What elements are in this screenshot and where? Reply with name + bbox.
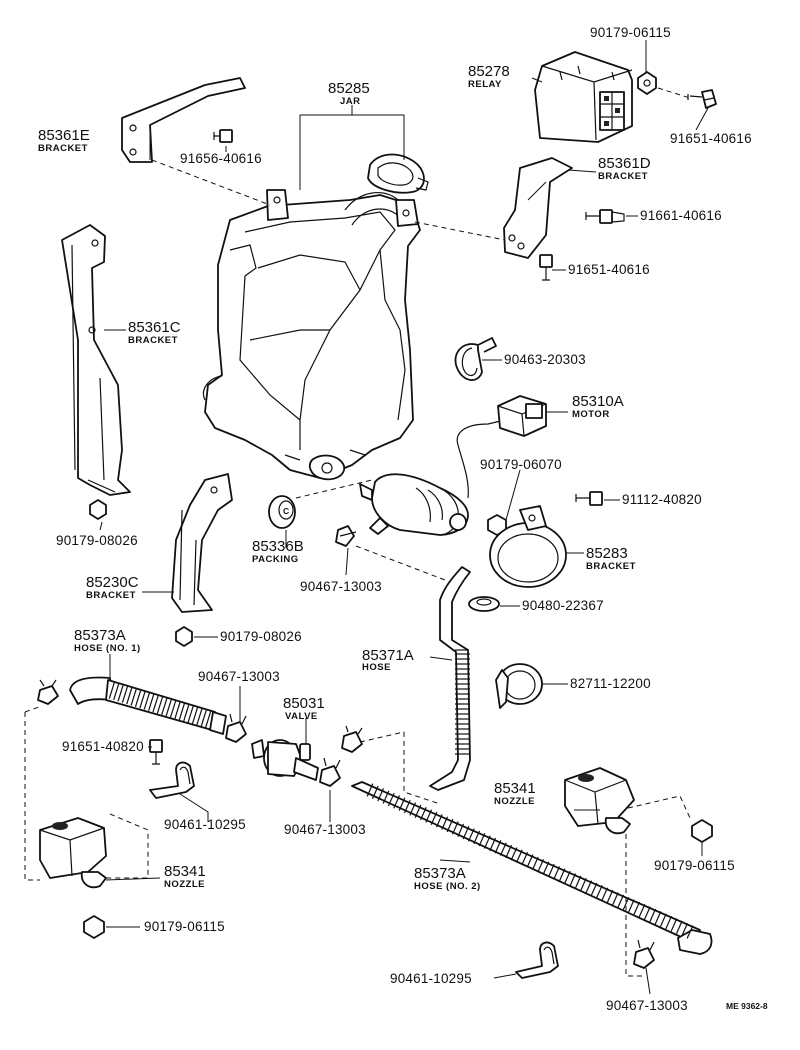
- packing-85336b-drawing: C: [268, 495, 296, 529]
- grommet-90480-22367-drawing: [468, 596, 500, 612]
- callout-labels: 85278 RELAY 85285 JAR 85361E BRACKET 853…: [38, 63, 651, 892]
- callout-number-bracket-d: 85361D: [598, 155, 651, 172]
- drawing-code: ME 9362-8: [726, 1001, 768, 1011]
- hose-85371a-drawing: [429, 566, 471, 791]
- leader-lines: [99, 40, 709, 995]
- clip-90467-13003-mid-drawing: [341, 725, 363, 753]
- fastener-number-clip-bottom: 90467-13003: [606, 998, 688, 1013]
- callout-number-bracket-c: 85361C: [128, 319, 181, 336]
- clamp-90461-10295-right-drawing: [515, 941, 559, 979]
- callout-name-bracket-230c: BRACKET: [86, 590, 136, 601]
- svg-text:C: C: [283, 506, 289, 516]
- nut-90179-06115-right-drawing: [691, 819, 713, 843]
- hose-85373a-no2-drawing: [351, 781, 713, 955]
- clip-90467-13003-left-end-drawing: [37, 679, 59, 705]
- motor-85310a-drawing: [359, 395, 547, 536]
- fastener-number-clip-valve-right: 90467-13003: [284, 822, 366, 837]
- fastener-number-bolt-283: 91112-40820: [622, 492, 702, 507]
- bolt-91651-40820-drawing: [149, 739, 163, 765]
- fastener-number-grommet: 90480-22367: [522, 598, 604, 613]
- callout-name-jar: JAR: [340, 96, 361, 107]
- bracket-85361c-drawing: [61, 224, 131, 496]
- callout-name-hose-no2: HOSE (NO. 2): [414, 881, 481, 892]
- clamp-82711-12200-drawing: [495, 663, 543, 709]
- callout-number-hose-371a: 85371A: [362, 647, 414, 664]
- valve-85031-drawing: [251, 739, 319, 781]
- callout-number-hose-no2: 85373A: [414, 865, 466, 882]
- clip-90467-13003-valve-left-drawing: [225, 713, 247, 743]
- jar-gasket-drawing: [367, 153, 429, 194]
- washer-jar-drawing: [202, 189, 421, 481]
- bolt-91656-40616-drawing: [213, 129, 233, 143]
- fastener-number-bolt-jar-top: 91656-40616: [180, 151, 262, 166]
- callout-number-relay: 85278: [468, 63, 510, 80]
- callout-name-bracket-c: BRACKET: [128, 335, 178, 346]
- callout-number-motor: 85310A: [572, 393, 624, 410]
- nut-90179-08026-lower-drawing: [175, 626, 193, 647]
- callout-name-relay: RELAY: [468, 79, 502, 90]
- fastener-number-nut-left-nozzle: 90179-06115: [144, 919, 225, 934]
- fastener-number-bolt-bracket-d: 91661-40616: [640, 208, 722, 223]
- clamp-90463-20303-drawing: [454, 337, 497, 381]
- callout-number-packing: 85336B: [252, 538, 304, 555]
- fastener-number-nut-right-nozzle: 90179-06115: [654, 858, 735, 873]
- callout-number-jar: 85285: [328, 80, 370, 97]
- fastener-number-nut-top-right: 90179-06115: [590, 25, 671, 40]
- fastener-number-nut-230c: 90179-08026: [220, 629, 302, 644]
- bolt-91112-40820-drawing: [575, 491, 603, 506]
- fastener-number-bolt-relay: 91651-40616: [670, 131, 752, 146]
- hose-85373a-no1-drawing: [69, 676, 227, 735]
- callout-name-hose-371a: HOSE: [362, 662, 391, 673]
- fastener-number-clamp-right: 90461-10295: [390, 971, 472, 986]
- bolt-91661-40616-drawing: [585, 209, 625, 224]
- fastener-number-bolt-clamp: 91651-40820: [62, 739, 144, 754]
- callout-name-packing: PACKING: [252, 554, 299, 565]
- bracket-85361d-drawing: [503, 157, 573, 259]
- fastener-number-clamp-left: 90461-10295: [164, 817, 246, 832]
- callout-number-hose-no1: 85373A: [74, 627, 126, 644]
- callout-name-nozzle-right: NOZZLE: [494, 796, 535, 807]
- callout-name-hose-no1: HOSE (NO. 1): [74, 643, 141, 654]
- callout-number-nozzle-left: 85341: [164, 863, 206, 880]
- fastener-number-bolt-bracket-d-low: 91651-40616: [568, 262, 650, 277]
- bracket-85230c-drawing: [171, 473, 233, 613]
- fastener-number-nut-motor: 90179-06070: [480, 457, 562, 472]
- bolt-91651-40616-lower-drawing: [539, 254, 553, 281]
- fastener-number-nut-bracket-c: 90179-08026: [56, 533, 138, 548]
- callout-number-valve: 85031: [283, 695, 325, 712]
- fastener-number-clamp-hose: 82711-12200: [570, 676, 651, 691]
- bolt-91651-40616-relay-drawing: [687, 89, 717, 109]
- bracket-85283-drawing: [489, 505, 567, 588]
- relay-85278-drawing: [534, 51, 633, 143]
- callout-number-bracket-e: 85361E: [38, 127, 90, 144]
- clamp-90461-10295-left-drawing: [149, 761, 195, 799]
- bracket-85361e-drawing: [121, 77, 246, 163]
- callout-name-bracket-d: BRACKET: [598, 171, 648, 182]
- clip-90467-13003-bottom-drawing: [633, 939, 655, 969]
- callout-name-bracket-e: BRACKET: [38, 143, 88, 154]
- nozzle-85341-right-drawing: [564, 767, 635, 835]
- clip-90467-13003-motor-drawing: [335, 525, 357, 547]
- callout-number-bracket-283: 85283: [586, 545, 628, 562]
- callout-name-bracket-283: BRACKET: [586, 561, 636, 572]
- callout-number-bracket-230c: 85230C: [86, 574, 139, 591]
- fastener-number-clamp-upper: 90463-20303: [504, 352, 586, 367]
- fastener-number-clip-valve-left: 90467-13003: [198, 669, 280, 684]
- callout-number-nozzle-right: 85341: [494, 780, 536, 797]
- callout-name-motor: MOTOR: [572, 409, 610, 420]
- callout-name-nozzle-left: NOZZLE: [164, 879, 205, 890]
- nozzle-85341-left-drawing: [39, 817, 107, 889]
- callout-name-valve: VALVE: [285, 711, 318, 722]
- fastener-number-clip-motor: 90467-13003: [300, 579, 382, 594]
- clip-90467-13003-valve-right-drawing: [319, 757, 341, 787]
- assembly-dashed-lines: [24, 87, 691, 977]
- nut-90179-06115-top-drawing: [637, 71, 657, 95]
- nut-90179-08026-left-drawing: [89, 499, 107, 520]
- nut-90179-06115-bottom-left-drawing: [83, 915, 105, 939]
- fastener-labels: 90179-06115 91651-40616 91656-40616 9166…: [56, 25, 752, 1013]
